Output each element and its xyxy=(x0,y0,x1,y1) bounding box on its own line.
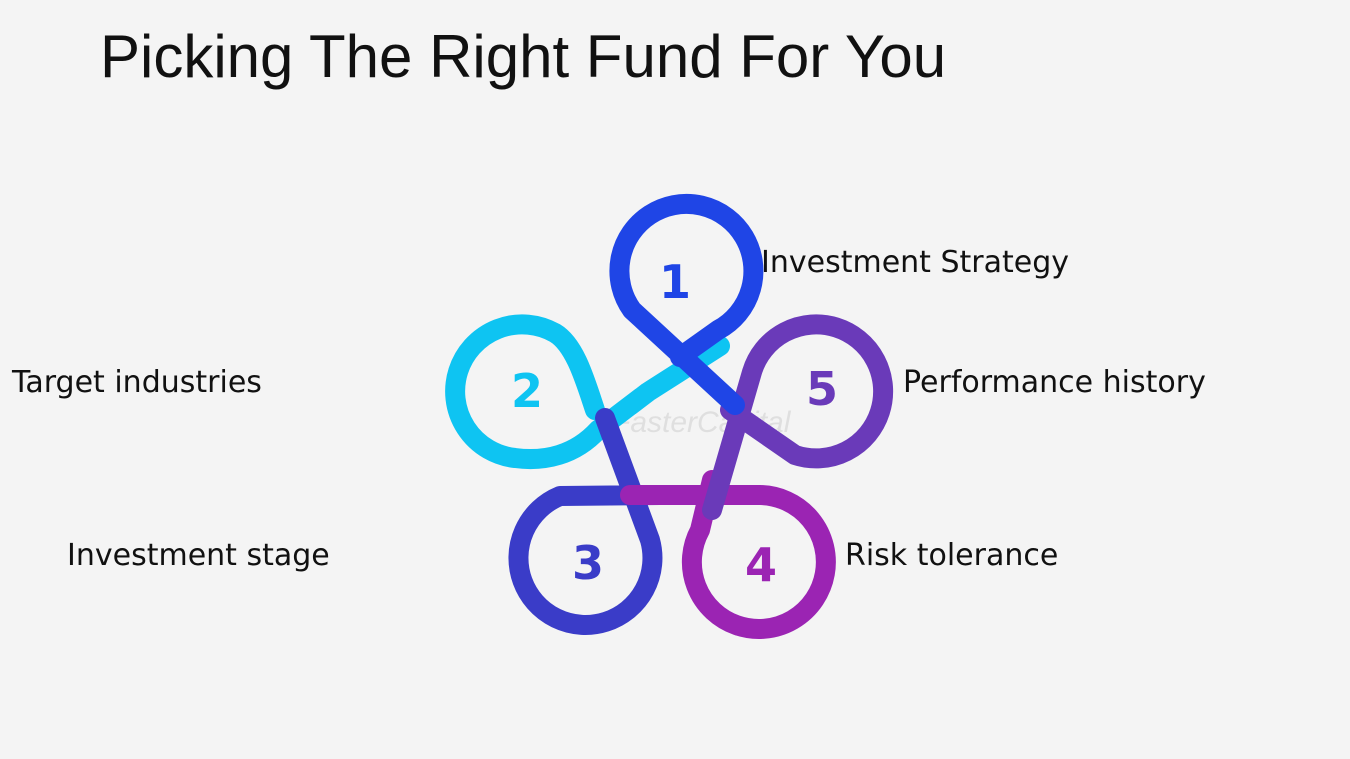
step-number-2: 2 xyxy=(511,364,543,418)
step-label-1: Investment Strategy xyxy=(761,245,1069,280)
step-label-3: Investment stage xyxy=(67,538,330,573)
loop-1: 1 xyxy=(609,193,764,415)
loop-1-ribbon xyxy=(609,193,764,415)
loop-4: 4 xyxy=(620,470,836,639)
loop-5-ribbon xyxy=(702,314,894,520)
page-title: Picking The Right Fund For You xyxy=(100,23,947,90)
step-number-4: 4 xyxy=(745,538,777,592)
step-number-1: 1 xyxy=(659,255,691,309)
loop-5: 5 xyxy=(702,314,894,520)
loop-3: 3 xyxy=(508,408,670,635)
step-label-5: Performance history xyxy=(903,365,1206,400)
step-label-4: Risk tolerance xyxy=(845,538,1059,573)
loop-4-ribbon xyxy=(620,470,836,639)
loop-2: 2 xyxy=(445,314,730,470)
step-label-2: Target industries xyxy=(12,365,262,400)
loop-2-ribbon xyxy=(445,314,730,470)
step-number-5: 5 xyxy=(806,362,838,416)
loop-3-ribbon xyxy=(508,408,670,635)
step-number-3: 3 xyxy=(572,536,604,590)
